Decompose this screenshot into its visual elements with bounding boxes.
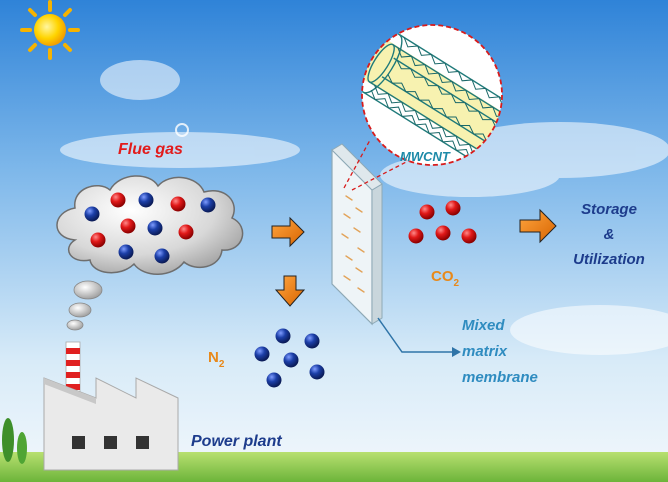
co2-molecule xyxy=(110,192,126,208)
membrane-icon xyxy=(331,143,383,326)
co2-molecule xyxy=(435,225,451,241)
membrane-pointer xyxy=(377,317,461,357)
zoom-connector xyxy=(343,139,411,191)
n2-molecule xyxy=(138,192,154,208)
co2-molecule xyxy=(120,218,136,234)
flue-gas-molecules xyxy=(84,192,216,264)
n2-label: N2 xyxy=(208,349,225,370)
n2-molecule xyxy=(84,206,100,222)
factory-icon xyxy=(43,341,179,471)
membrane-label: membrane xyxy=(462,369,538,386)
n2-molecule xyxy=(154,248,170,264)
co2-label: CO2 xyxy=(431,268,460,289)
utilization-label: Utilization xyxy=(573,251,645,268)
smoke-puffs xyxy=(66,280,103,331)
n2-molecule xyxy=(118,244,134,260)
arrow-down-icon xyxy=(274,275,306,307)
n2-molecule xyxy=(266,372,282,388)
co2-molecule xyxy=(419,204,435,220)
co2-separated xyxy=(408,200,477,244)
n2-molecule xyxy=(304,333,320,349)
co2-molecule xyxy=(90,232,106,248)
nanotube-icon xyxy=(361,24,503,166)
ampersand-label: & xyxy=(604,226,615,243)
co2-molecule xyxy=(408,228,424,244)
n2-molecule xyxy=(254,346,270,362)
co2-molecule xyxy=(170,196,186,212)
power-plant-label: Power plant xyxy=(191,433,282,450)
co2-molecule xyxy=(178,224,194,240)
mwcnt-label: MWCNT xyxy=(400,149,451,164)
co2-molecule xyxy=(461,228,477,244)
mixed-label: Mixed xyxy=(462,317,505,334)
n2-molecule xyxy=(309,364,325,380)
arrow-right-icon xyxy=(519,208,557,244)
arrow-icon xyxy=(271,216,305,248)
n2-molecule xyxy=(200,197,216,213)
sun-icon xyxy=(20,0,80,60)
matrix-label: matrix xyxy=(462,343,508,360)
n2-separated xyxy=(254,328,325,388)
n2-molecule xyxy=(283,352,299,368)
n2-molecule xyxy=(147,220,163,236)
storage-label: Storage xyxy=(581,201,637,218)
flue-gas-label: Flue gas xyxy=(118,141,183,158)
n2-molecule xyxy=(275,328,291,344)
co2-molecule xyxy=(445,200,461,216)
